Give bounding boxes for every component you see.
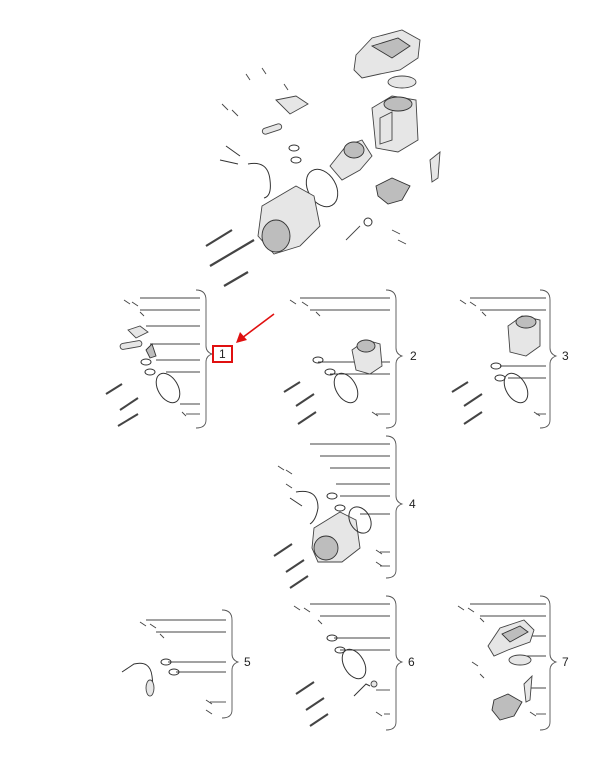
group-6	[293, 595, 404, 731]
group-1	[105, 289, 214, 429]
callout-1[interactable]: 1	[212, 345, 233, 363]
callout-2[interactable]: 2	[410, 349, 417, 363]
group-5	[121, 609, 240, 719]
group-2	[283, 289, 404, 429]
overview-assembly	[205, 29, 441, 287]
group-7	[457, 595, 558, 731]
callout-3[interactable]: 3	[562, 349, 569, 363]
callout-5[interactable]: 5	[244, 655, 251, 669]
highlight-arrow	[236, 313, 275, 343]
callout-4[interactable]: 4	[409, 497, 416, 511]
group-3	[451, 289, 558, 429]
callout-7[interactable]: 7	[562, 655, 569, 669]
group-4	[273, 435, 404, 589]
callout-6[interactable]: 6	[408, 655, 415, 669]
